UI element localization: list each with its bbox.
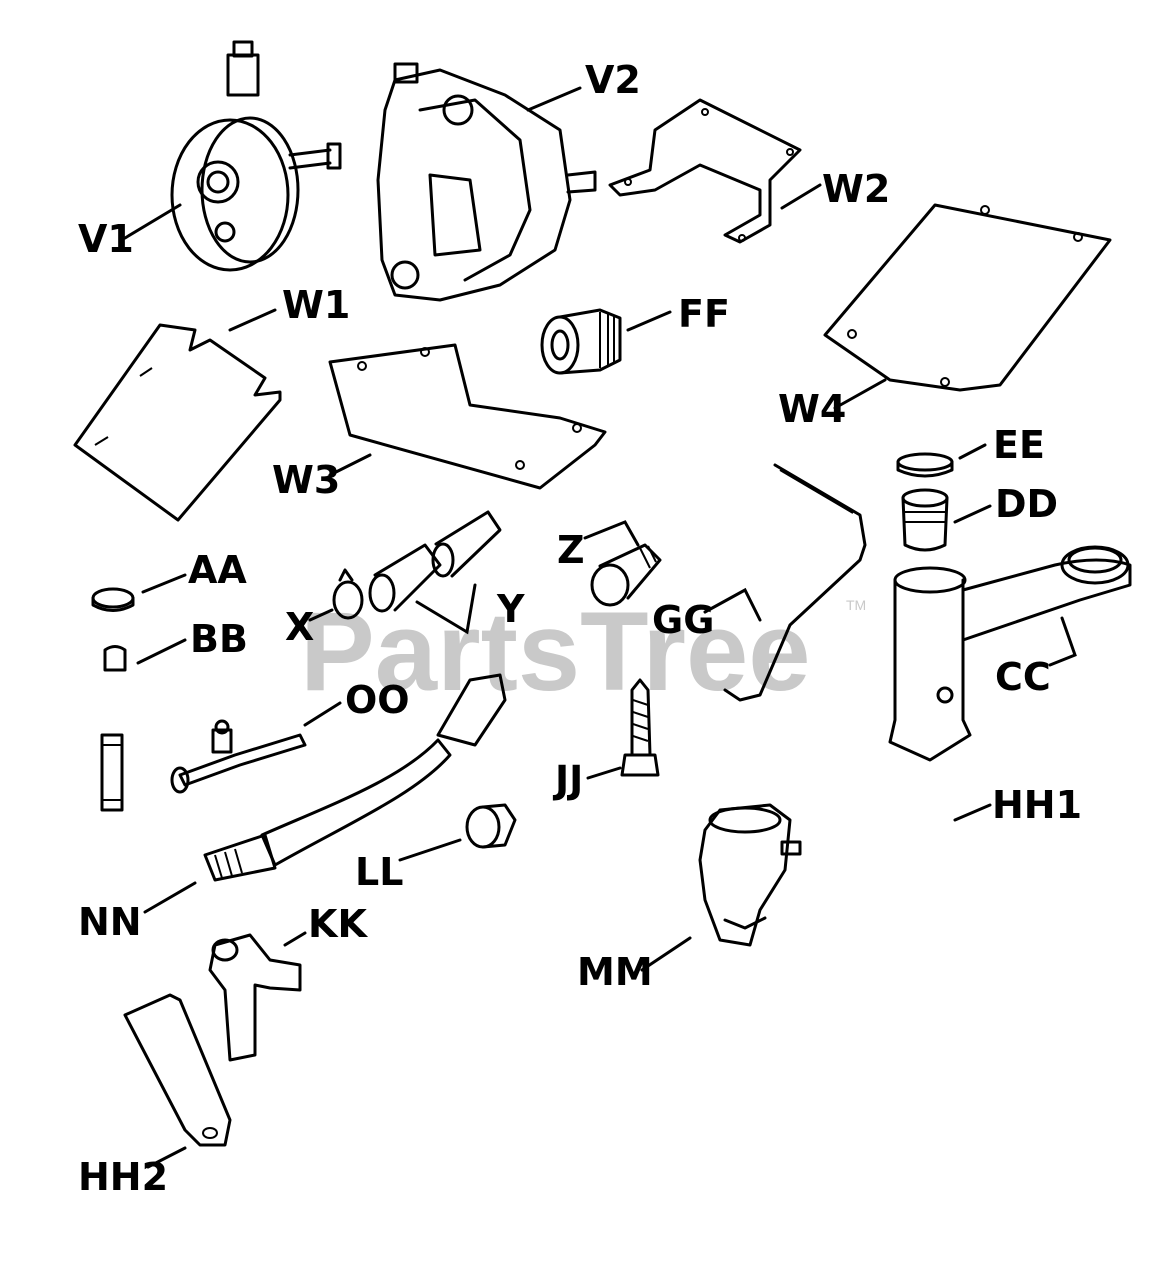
part-v1-regulator <box>170 40 342 272</box>
part-gg-rod <box>723 463 867 702</box>
part-z-fitting <box>590 543 662 607</box>
part-oo-valve <box>170 719 307 794</box>
part-ff-fitting <box>540 308 622 375</box>
label-hh1: HH1 <box>992 783 1082 827</box>
label-kk: KK <box>308 902 368 946</box>
part-nn-hose <box>203 673 507 882</box>
part-jj-bolt <box>620 678 660 777</box>
label-gg: GG <box>652 598 714 642</box>
part-kk-elbow <box>208 933 302 1062</box>
label-w1: W1 <box>282 283 350 327</box>
part-ee-cap <box>896 452 954 478</box>
part-hh2-bracket <box>123 993 232 1147</box>
label-mm: MM <box>577 950 653 994</box>
label-nn: NN <box>78 900 142 944</box>
part-pipe-nipple <box>100 733 124 812</box>
label-aa: AA <box>188 548 247 592</box>
part-dd-sleeve <box>901 488 949 552</box>
part-bb-fitting <box>103 645 127 672</box>
label-v2: V2 <box>585 58 641 102</box>
label-w4: W4 <box>778 387 846 431</box>
label-w3: W3 <box>272 458 340 502</box>
part-aa-cap <box>91 587 135 612</box>
part-w1-plate <box>73 323 282 522</box>
label-ll: LL <box>355 850 403 894</box>
label-ee: EE <box>993 423 1045 467</box>
watermark-trademark: TM <box>846 597 866 613</box>
part-mm-filter <box>698 803 802 947</box>
part-y-hoses <box>368 510 502 613</box>
part-x-clip <box>332 568 364 620</box>
part-w2-bracket <box>608 98 802 244</box>
label-ff: FF <box>678 292 730 336</box>
label-hh2: HH2 <box>78 1155 168 1199</box>
label-x: X <box>285 605 314 649</box>
label-w2: W2 <box>822 167 890 211</box>
label-v1: V1 <box>78 217 134 261</box>
part-w3-plate <box>328 343 607 490</box>
label-jj: JJ <box>552 758 583 802</box>
label-z: Z <box>557 528 585 572</box>
label-oo: OO <box>345 678 410 722</box>
part-ll-plug <box>465 803 517 849</box>
part-v2-regulator <box>376 62 597 302</box>
part-w4-plate <box>823 203 1112 392</box>
part-labels: V1 V2 W2 W1 W3 FF W4 EE DD CC AA BB X Y … <box>78 58 1082 1199</box>
label-cc: CC <box>995 655 1051 699</box>
label-dd: DD <box>995 482 1058 526</box>
label-bb: BB <box>190 617 248 661</box>
label-y: Y <box>496 587 525 631</box>
part-cc-hh1-housing <box>888 545 1132 762</box>
leader-lines <box>123 86 1077 1169</box>
